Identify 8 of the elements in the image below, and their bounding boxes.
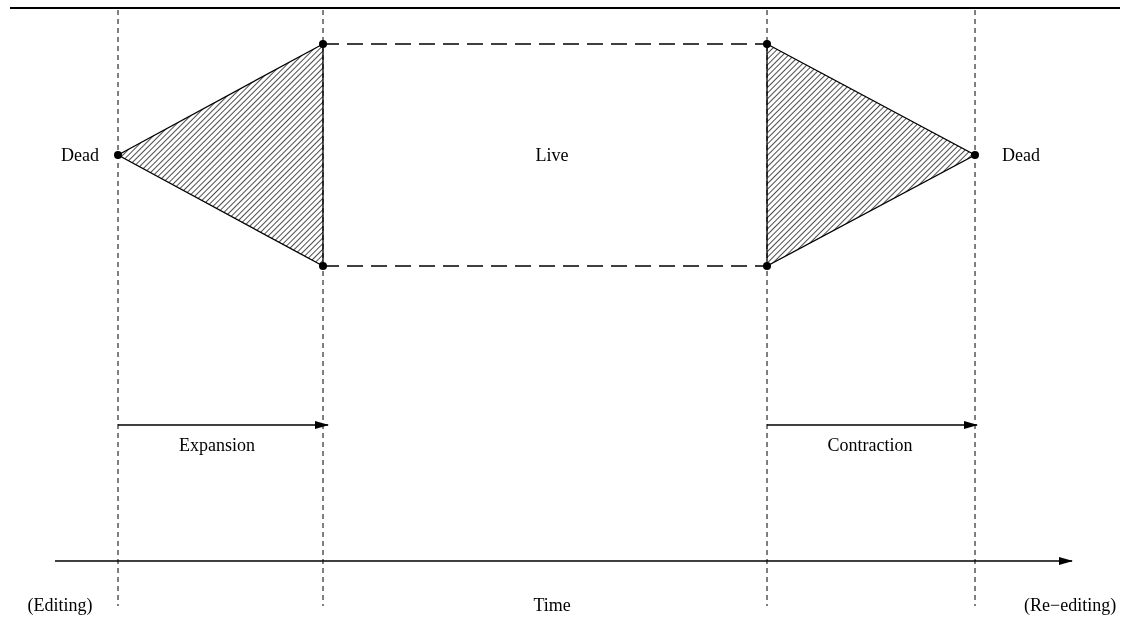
phase-label: Expansion xyxy=(179,435,255,455)
phase-label: Contraction xyxy=(827,435,913,455)
axis-label: (Re−editing) xyxy=(1024,595,1117,615)
state-label: Dead xyxy=(61,145,99,165)
axis-label: (Editing) xyxy=(27,595,93,615)
state-label: Live xyxy=(535,145,569,165)
state-label: Dead xyxy=(1002,145,1040,165)
axis-label: Time xyxy=(533,595,571,615)
